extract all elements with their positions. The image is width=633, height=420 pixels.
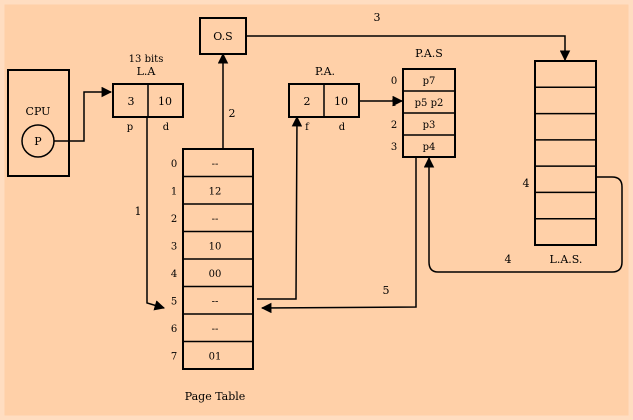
page-table-row-value: 12 <box>209 186 222 197</box>
page-table-row-value: -- <box>212 324 219 335</box>
logical-address-space: 4 L.A.S. <box>523 60 597 266</box>
pas-frame-value: p5 p2 <box>415 98 444 109</box>
arrow-step-4 <box>423 156 623 273</box>
arrow-pt-to-pa <box>257 115 303 300</box>
step-3-label: 3 <box>374 11 381 24</box>
pas-frame-value: p7 <box>423 76 436 87</box>
pa-caption: P.A. <box>315 65 335 78</box>
cpu-unit-label: P <box>34 135 42 148</box>
page-table-row-value: 00 <box>209 269 222 280</box>
arrow-cpu-to-la <box>54 86 113 142</box>
page-table-row-index: 2 <box>171 214 177 225</box>
page-table-caption: Page Table <box>185 390 246 403</box>
page-table-row-index: 5 <box>171 296 177 307</box>
la-d-value: 10 <box>158 95 172 108</box>
logical-address-block: 13 bits L.A 3 10 p d <box>112 54 184 133</box>
pa-f-value: 2 <box>304 95 311 108</box>
pa-d-value: 10 <box>334 95 348 108</box>
step-5-label: 5 <box>383 284 390 297</box>
physical-address-space: P.A.S 0 p7 1 p5 p2 2 p3 3 p4 <box>391 47 456 158</box>
page-table-row-index: 7 <box>171 351 177 362</box>
las-box <box>534 60 597 246</box>
la-bits-caption: 13 bits <box>129 54 164 65</box>
page-table-row-value: -- <box>212 296 219 307</box>
pas-frame-value: p4 <box>423 142 436 153</box>
cpu-label: CPU <box>26 105 51 118</box>
pas-frame-index: 3 <box>391 142 397 153</box>
page-table-row-value: -- <box>212 159 219 170</box>
la-p-value: 3 <box>128 95 135 108</box>
pas-frame-index: 0 <box>391 76 397 87</box>
page-table-row-value: 10 <box>209 241 222 252</box>
step-4-label: 4 <box>505 253 512 266</box>
la-caption: L.A <box>137 65 157 78</box>
pas-frame-index: 2 <box>391 120 397 131</box>
page-table-row-index: 3 <box>171 241 177 252</box>
physical-address-block: P.A. 2 10 f d <box>288 65 360 133</box>
os-label: O.S <box>213 30 232 43</box>
la-d-label: d <box>163 122 170 133</box>
page-table-row-index: 4 <box>171 269 177 280</box>
las-caption: L.A.S. <box>550 253 583 266</box>
page-table-row-value: 01 <box>209 351 222 362</box>
page-table-row-value: -- <box>212 214 219 225</box>
pa-f-label: f <box>305 122 310 133</box>
page-table-row-index: 0 <box>171 159 177 170</box>
pas-caption: P.A.S <box>415 47 443 60</box>
arrow-step-5 <box>260 157 417 314</box>
la-p-label: p <box>127 122 133 133</box>
page-table-row-index: 1 <box>171 186 177 197</box>
las-side-label: 4 <box>523 177 530 190</box>
pas-frame-value: p3 <box>423 120 436 131</box>
page-table: 0 -- 1 12 2 -- 3 10 4 00 5 -- 6 -- 7 01 Page Table <box>171 148 254 403</box>
pas-frame-index: 1 <box>391 98 397 109</box>
step-1-label: 1 <box>135 205 142 218</box>
arrow-step-3 <box>246 35 571 62</box>
pa-d-label: d <box>339 122 346 133</box>
step-2-label: 2 <box>229 107 236 120</box>
cpu-box <box>7 69 70 177</box>
cpu-block: CPU P <box>7 69 70 177</box>
page-table-row-index: 6 <box>171 324 177 335</box>
arrow-step-1 <box>146 117 166 311</box>
